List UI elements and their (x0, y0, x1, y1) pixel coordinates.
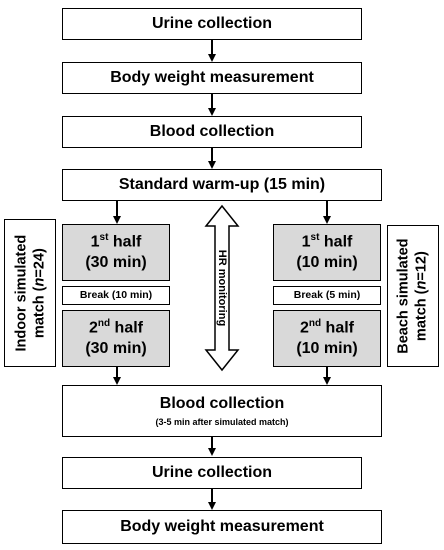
beach-label-n: n (414, 280, 430, 290)
indoor-label-suffix: =24) (31, 248, 48, 278)
indoor-first-half-ord: 1 (90, 233, 100, 251)
indoor-second-half-box: 2nd half (30 min) (62, 310, 170, 367)
indoor-second-half-title: 2nd half (89, 317, 143, 339)
indoor-first-half-duration: (30 min) (85, 254, 147, 272)
indoor-label-line1: Indoor simulated (12, 234, 29, 352)
blood-collection-box-1: Blood collection (62, 116, 362, 148)
urine-collection-box-2: Urine collection (62, 457, 362, 489)
body-weight-box-1: Body weight measurement (62, 62, 362, 94)
blood-collection-label-2: Blood collection (159, 395, 285, 413)
urine-collection-box-1: Urine collection (62, 8, 362, 40)
beach-first-half-ord: 1 (301, 233, 311, 251)
indoor-label-prefix: match ( (31, 286, 48, 338)
indoor-label-n: n (31, 277, 48, 287)
beach-first-half-word: half (319, 233, 353, 251)
urine-collection-label-2: Urine collection (151, 463, 273, 481)
beach-second-half-word: half (321, 319, 354, 337)
beach-first-half-sup: st (310, 232, 320, 244)
indoor-label-box: Indoor simulated match (n=24) (4, 219, 56, 367)
blood-collection-label-1: Blood collection (149, 122, 275, 140)
indoor-second-half-duration: (30 min) (85, 340, 147, 358)
beach-second-half-ord: 2 (299, 319, 309, 337)
beach-label-prefix: match ( (414, 289, 430, 341)
blood-collection-box-2: Blood collection (3-5 min after simulate… (62, 385, 382, 437)
hr-monitoring-label: HR monitoring (216, 249, 229, 327)
indoor-first-half-word: half (108, 233, 142, 251)
beach-second-half-sup: nd (308, 318, 322, 330)
warmup-label: Standard warm-up (15 min) (118, 175, 326, 193)
beach-label-suffix: =12) (414, 251, 430, 281)
indoor-second-half-sup: nd (97, 318, 111, 330)
indoor-first-half-sup: st (99, 232, 109, 244)
body-weight-label-2: Body weight measurement (120, 517, 324, 535)
indoor-label-text: Indoor simulated match (n=24) (12, 235, 48, 352)
indoor-label-line2: match (n=24) (30, 235, 48, 352)
blood-collection-note: (3-5 min after simulated match) (155, 416, 289, 427)
beach-label-box: Beach simulated match (n=12) (387, 225, 439, 367)
indoor-first-half-box: 1st half (30 min) (62, 224, 170, 281)
beach-second-half-duration: (10 min) (296, 340, 358, 358)
urine-collection-label-1: Urine collection (151, 14, 273, 32)
indoor-break-label: Break (10 min) (79, 289, 153, 302)
beach-label-line1: Beach simulated (395, 238, 412, 354)
beach-second-half-title: 2nd half (300, 317, 354, 339)
beach-first-half-title: 1st half (302, 231, 353, 253)
beach-first-half-duration: (10 min) (296, 254, 358, 272)
beach-second-half-box: 2nd half (10 min) (273, 310, 381, 367)
indoor-break-box: Break (10 min) (62, 286, 170, 305)
beach-label-text: Beach simulated match (n=12) (395, 238, 431, 353)
indoor-first-half-title: 1st half (91, 231, 142, 253)
indoor-second-half-ord: 2 (88, 319, 98, 337)
indoor-second-half-word: half (110, 319, 143, 337)
body-weight-box-2: Body weight measurement (62, 510, 382, 544)
body-weight-label-1: Body weight measurement (110, 68, 314, 86)
warmup-box: Standard warm-up (15 min) (62, 169, 382, 201)
beach-break-box: Break (5 min) (273, 286, 381, 305)
hr-double-arrow (204, 204, 240, 372)
beach-break-label: Break (5 min) (293, 289, 361, 302)
beach-label-line2: match (n=12) (413, 238, 431, 353)
hr-monitoring-label-wrap: HR monitoring (206, 250, 238, 326)
beach-first-half-box: 1st half (10 min) (273, 224, 381, 281)
